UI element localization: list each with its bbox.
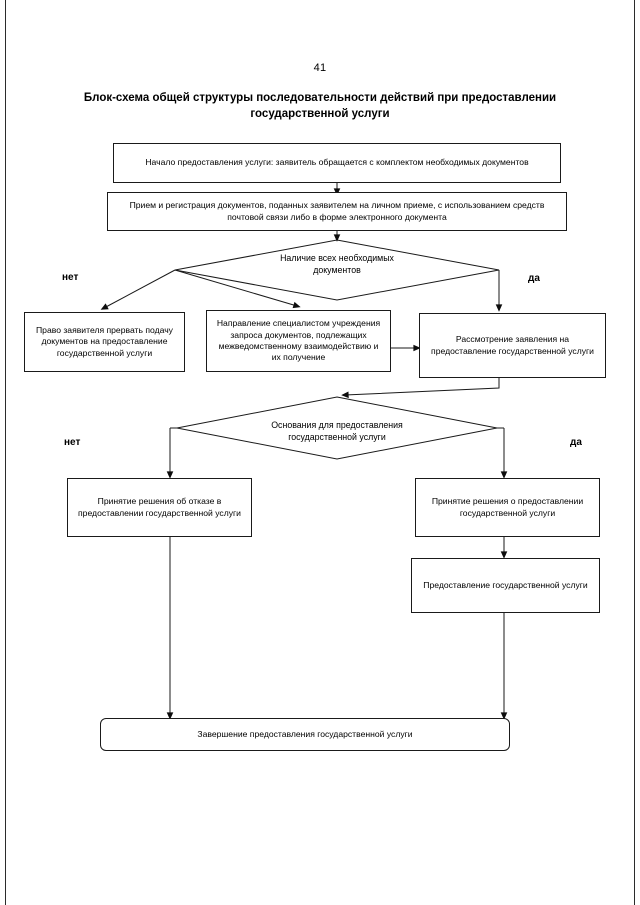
branch-label-decision1-no: нет — [62, 272, 79, 283]
node-interdepartmental-request[interactable]: Направление специалистом учреждения запр… — [206, 310, 391, 372]
node-review-application[interactable]: Рассмотрение заявления на предоставление… — [419, 313, 606, 378]
node-finish[interactable]: Завершение предоставления государственно… — [100, 718, 510, 751]
node-grant-decision-label: Принятие решения о предоставлении госуда… — [431, 496, 584, 518]
node-intake-label: Прием и регистрация документов, поданных… — [129, 200, 545, 222]
node-review-application-label: Рассмотрение заявления на предоставление… — [431, 334, 594, 356]
edge-decision1-to-interrupt — [100, 269, 176, 310]
decision-availability-label: Наличие всех необходимых документов — [237, 253, 437, 276]
decision-grounds-line-1: Основания для предоставления — [271, 420, 403, 430]
node-interrupt-application[interactable]: Право заявителя прервать подачу документ… — [24, 312, 185, 372]
decision-grounds-line-2: государственной услуги — [288, 431, 386, 442]
node-refusal-decision-label: Принятие решения об отказе в предоставле… — [78, 496, 241, 518]
node-interrupt-application-label: Право заявителя прервать подачу документ… — [36, 324, 173, 358]
page-number: 41 — [313, 62, 327, 74]
branch-label-decision1-yes: да — [528, 273, 540, 284]
node-refusal-decision[interactable]: Принятие решения об отказе в предоставле… — [67, 478, 252, 537]
node-start[interactable]: Начало предоставления услуги: заявитель … — [113, 143, 561, 183]
decision-availability-line-2: документов — [313, 264, 361, 275]
node-intake[interactable]: Прием и регистрация документов, поданных… — [107, 192, 567, 231]
branch-label-decision2-yes: да — [570, 437, 582, 448]
page-title-line-1: Блок-схема общей структуры последователь… — [83, 92, 557, 104]
branch-label-decision2-no: нет — [64, 437, 81, 448]
page-left-rule — [5, 0, 6, 905]
node-provide-service-label: Предоставление государственной услуги — [423, 579, 588, 590]
node-provide-service[interactable]: Предоставление государственной услуги — [411, 558, 600, 613]
page-right-rule — [634, 0, 635, 905]
node-finish-label: Завершение предоставления государственно… — [197, 728, 413, 739]
decision-grounds-label: Основания для предоставления государстве… — [237, 420, 437, 443]
page-title: Блок-схема общей структуры последователь… — [60, 90, 580, 122]
node-interdepartmental-request-label: Направление специалистом учреждения запр… — [216, 318, 381, 363]
page-title-line-2: государственной услуги — [250, 108, 390, 120]
edge-review-to-decision2 — [341, 378, 500, 399]
node-start-label: Начало предоставления услуги: заявитель … — [145, 157, 529, 168]
decision-availability-line-1: Наличие всех необходимых — [280, 253, 394, 263]
node-grant-decision[interactable]: Принятие решения о предоставлении госуда… — [415, 478, 600, 537]
